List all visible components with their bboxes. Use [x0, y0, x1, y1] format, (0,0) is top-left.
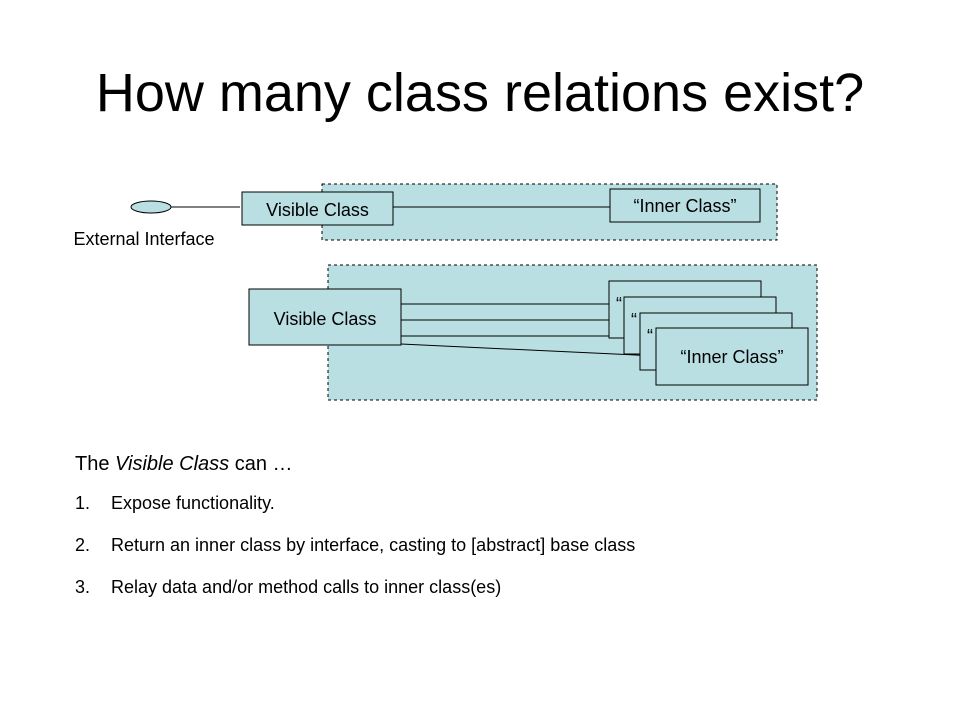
- list-item-number: 3.: [75, 577, 91, 597]
- notes-section: The Visible Class can … 1. Expose functio…: [75, 450, 895, 618]
- intro-suffix: can …: [229, 453, 293, 475]
- list-item: 2. Return an inner class by interface, ca…: [75, 534, 895, 556]
- intro-emphasis: Visible Class: [115, 453, 230, 475]
- top-visible-class-label: Visible Class: [266, 200, 369, 220]
- list-item: 3. Relay data and/or method calls to inne…: [75, 576, 895, 598]
- list-item-number: 2.: [75, 535, 91, 555]
- stacked-inner-class-quote-3: “: [647, 326, 653, 346]
- list-item-number: 1.: [75, 493, 91, 513]
- bottom-inner-class-label: “Inner Class”: [680, 347, 783, 367]
- notes-intro: The Visible Class can …: [75, 450, 895, 478]
- stacked-inner-class-quote-1: “: [616, 294, 622, 314]
- bottom-visible-class-label: Visible Class: [274, 309, 377, 329]
- top-visible-class-box: [241, 191, 394, 226]
- class-relations-diagram: External Interface Visible Class “Inner …: [73, 183, 818, 401]
- top-inner-class-box: [609, 188, 761, 223]
- bottom-inner-class-box: [655, 327, 809, 386]
- bottom-relation-line-4: [400, 343, 657, 357]
- list-item: 1. Expose functionality.: [75, 492, 895, 514]
- slide-title: How many class relations exist?: [95, 63, 865, 123]
- intro-prefix: The: [75, 453, 116, 475]
- external-interface-label: External Interface: [73, 229, 214, 249]
- top-inner-class-label: “Inner Class”: [633, 196, 736, 216]
- list-item-text: Return an inner class by interface, cast…: [111, 535, 636, 555]
- bottom-visible-class-box: [248, 288, 402, 346]
- capability-list: 1. Expose functionality. 2. Return an inne…: [75, 492, 895, 598]
- list-item-text: Expose functionality.: [111, 493, 275, 513]
- external-interface-icon: [130, 200, 172, 214]
- stacked-inner-class-quote-2: “: [631, 310, 637, 330]
- list-item-text: Relay data and/or method calls to inner …: [111, 577, 502, 597]
